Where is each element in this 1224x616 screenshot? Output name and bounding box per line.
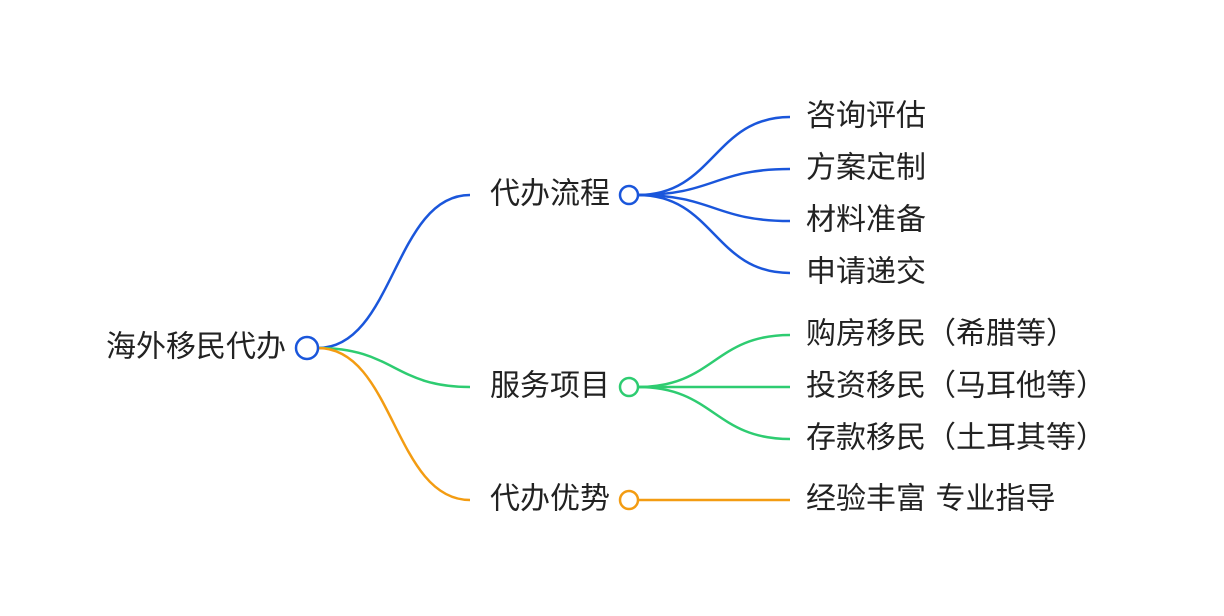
branch-to-leaf-edge xyxy=(637,193,791,275)
leaf-node-label: 存款移民（土耳其等） xyxy=(806,421,1106,456)
branch-to-leaf-edge xyxy=(637,167,791,197)
leaf-node-label: 经验丰富 专业指导 xyxy=(806,482,1056,517)
branch-node-label: 服务项目 xyxy=(490,369,610,404)
root-to-branch-edge xyxy=(317,346,471,502)
root-to-branch-edge xyxy=(317,193,471,350)
leaf-node-label: 购房移民（希腊等） xyxy=(806,317,1076,352)
branch-node-label: 代办流程 xyxy=(490,177,610,212)
leaf-node-label: 方案定制 xyxy=(806,151,926,186)
leaf-node-label: 投资移民（马耳他等） xyxy=(806,369,1106,404)
branch-node-circle[interactable] xyxy=(618,376,640,398)
branch-to-leaf-edge xyxy=(637,333,791,389)
branch-to-leaf-edge xyxy=(637,385,791,441)
root-node-label: 海外移民代办 xyxy=(106,330,286,365)
leaf-node-label: 材料准备 xyxy=(806,203,926,238)
branch-to-leaf-edge xyxy=(637,193,791,223)
branch-node-label: 代办优势 xyxy=(490,482,610,517)
leaf-node-label: 咨询评估 xyxy=(806,99,926,134)
root-to-branch-edge xyxy=(317,346,471,389)
edges-layer xyxy=(317,115,791,502)
branch-node-circle[interactable] xyxy=(618,184,640,206)
leaf-node-label: 申请递交 xyxy=(806,255,926,290)
branch-node-circle[interactable] xyxy=(618,489,640,511)
nodes-layer: 海外移民代办 代办流程 咨询评估 方案定制 材料准备 申请递交 服务项目 购房移… xyxy=(106,99,1106,517)
root-node-circle[interactable] xyxy=(294,335,320,361)
branch-to-leaf-edge xyxy=(637,115,791,197)
